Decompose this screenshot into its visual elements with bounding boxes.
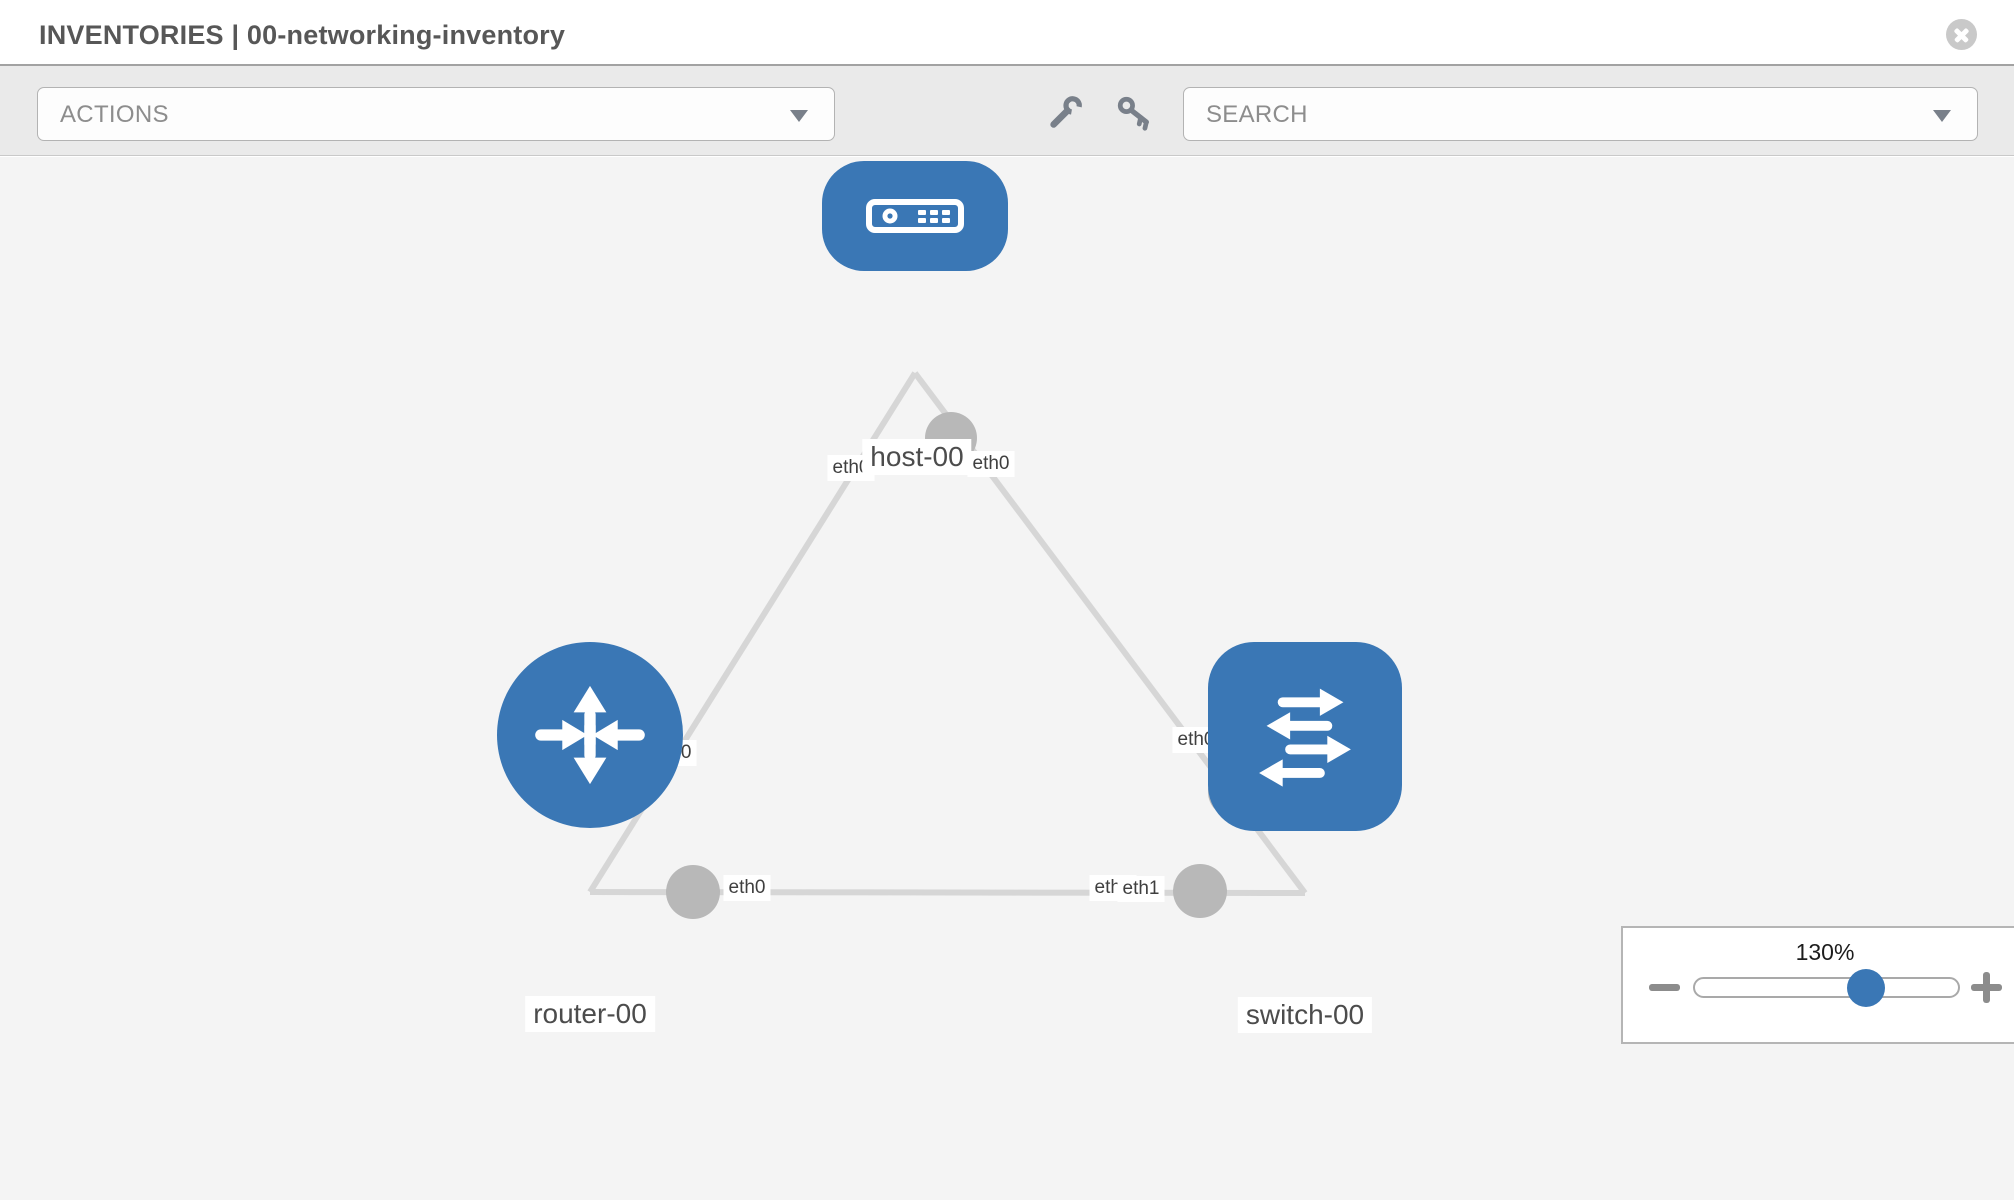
node-host-00[interactable] (822, 161, 1008, 271)
interface-label: eth0 (967, 451, 1015, 477)
header-bar: INVENTORIES | 00-networking-inventory (0, 0, 2014, 64)
host-server-icon (866, 199, 964, 233)
router-arrows-icon (535, 685, 645, 785)
chevron-down-icon (1933, 110, 1951, 122)
interface-label: eth1 (1117, 876, 1165, 902)
switch-arrows-icon (1259, 688, 1351, 787)
node-label-router: router-00 (525, 996, 655, 1032)
actions-dropdown-label: ACTIONS (60, 101, 169, 128)
page-title-section: INVENTORIES (39, 20, 224, 50)
node-switch-00[interactable] (1208, 642, 1402, 831)
chevron-down-icon (790, 110, 808, 122)
page-title-inventory-name: 00-networking-inventory (246, 20, 566, 50)
actions-dropdown[interactable]: ACTIONS (37, 87, 835, 141)
search-placeholder: SEARCH (1206, 101, 1308, 128)
search-dropdown[interactable]: SEARCH (1183, 87, 1978, 141)
zoom-in-icon[interactable] (1971, 972, 2002, 1003)
zoom-slider-track[interactable] (1693, 977, 1960, 998)
node-router-00[interactable] (497, 642, 683, 828)
zoom-slider-thumb[interactable] (1847, 969, 1885, 1007)
port-circle-router (666, 865, 720, 919)
port-circle-switch-left (1173, 864, 1227, 918)
page-title-separator: | (231, 20, 240, 50)
zoom-out-icon[interactable] (1649, 984, 1680, 991)
page-title: INVENTORIES | 00-networking-inventory (39, 20, 565, 51)
toolbar: ACTIONS SEARCH (0, 64, 2014, 156)
zoom-level-value: 130% (1795, 939, 1855, 965)
close-icon[interactable] (1946, 19, 1977, 50)
node-label-switch: switch-00 (1237, 997, 1373, 1033)
zoom-control-panel: 130% (1621, 926, 2014, 1044)
key-icon[interactable] (1115, 95, 1153, 133)
interface-label: eth0 (723, 875, 771, 901)
wrench-icon[interactable] (1047, 95, 1085, 133)
node-label-host: host-00 (862, 439, 972, 475)
